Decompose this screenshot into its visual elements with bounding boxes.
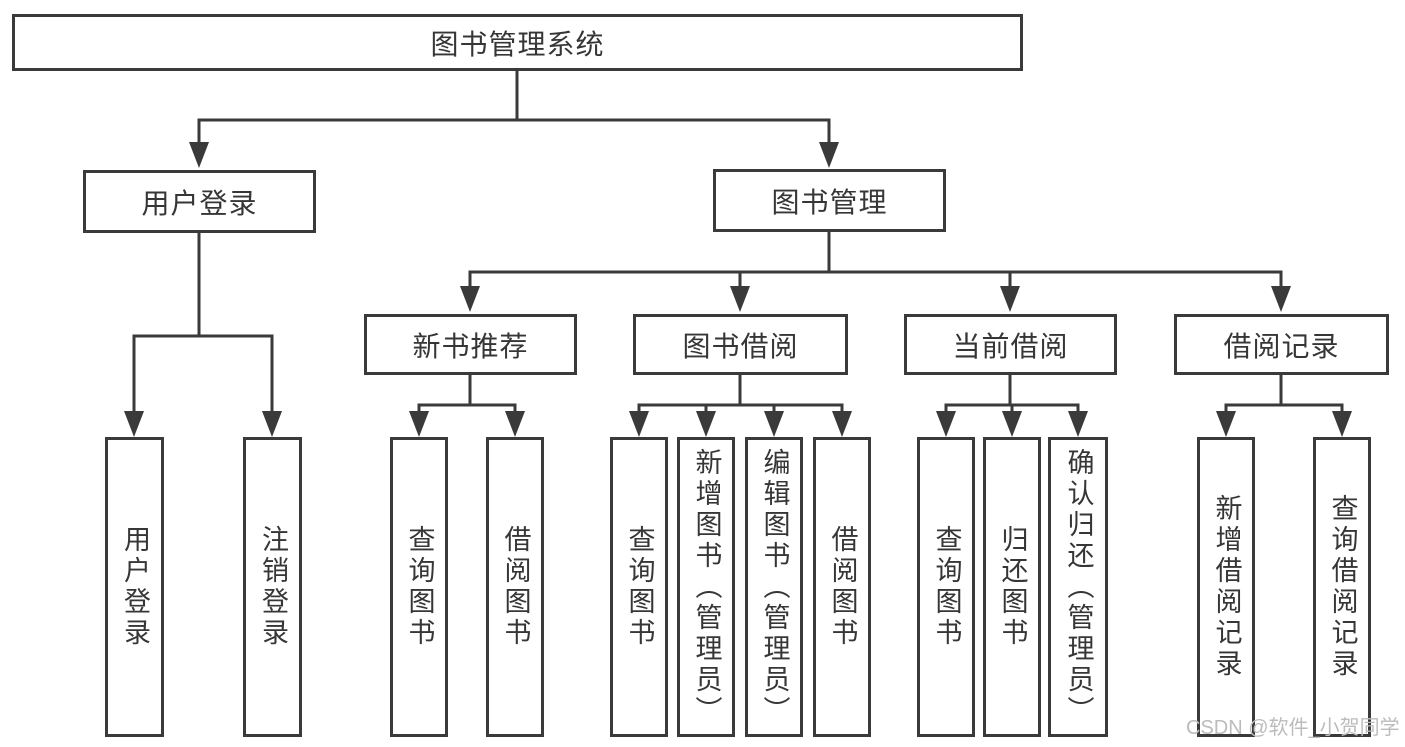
leaf-borrow-books-borrow: 借阅图书 bbox=[813, 437, 871, 737]
leaf-query-borrow-record-label: 查询借阅记录 bbox=[1327, 494, 1358, 680]
node-borrow-records-label: 借阅记录 bbox=[1223, 330, 1340, 362]
leaf-borrow-books-borrow-label: 借阅图书 bbox=[827, 525, 858, 649]
node-new-book-recommend-label: 新书推荐 bbox=[412, 330, 529, 362]
node-book-management-label: 图书管理 bbox=[771, 186, 888, 218]
leaf-add-borrow-record: 新增借阅记录 bbox=[1197, 437, 1255, 737]
node-user-login: 用户登录 bbox=[83, 170, 316, 233]
node-borrow-records: 借阅记录 bbox=[1174, 314, 1389, 375]
node-library-system: 图书管理系统 bbox=[12, 14, 1023, 71]
node-book-borrow-label: 图书借阅 bbox=[682, 330, 799, 362]
leaf-edit-book-admin: 编辑图书（管理员） bbox=[745, 437, 803, 737]
leaf-add-borrow-record-label: 新增借阅记录 bbox=[1211, 494, 1242, 680]
leaf-user-login-label: 用户登录 bbox=[120, 525, 150, 649]
leaf-borrow-books-recommend: 借阅图书 bbox=[486, 437, 544, 737]
leaf-query-books-current: 查询图书 bbox=[917, 437, 975, 737]
leaf-confirm-return-admin-label: 确认归还（管理员） bbox=[1063, 447, 1094, 727]
leaf-confirm-return-admin: 确认归还（管理员） bbox=[1048, 437, 1108, 737]
leaf-query-borrow-record: 查询借阅记录 bbox=[1313, 437, 1371, 737]
node-user-login-label: 用户登录 bbox=[141, 187, 258, 219]
node-library-system-label: 图书管理系统 bbox=[430, 28, 605, 60]
leaf-logout: 注销登录 bbox=[243, 437, 302, 737]
node-book-borrow: 图书借阅 bbox=[633, 314, 848, 375]
leaf-add-book-admin-label: 新增图书（管理员） bbox=[691, 447, 722, 727]
node-book-management: 图书管理 bbox=[713, 169, 946, 232]
leaf-add-book-admin: 新增图书（管理员） bbox=[677, 437, 735, 737]
leaf-user-login: 用户登录 bbox=[105, 437, 164, 737]
node-current-borrow: 当前借阅 bbox=[904, 314, 1117, 375]
node-new-book-recommend: 新书推荐 bbox=[364, 314, 577, 375]
leaf-query-books-recommend: 查询图书 bbox=[390, 437, 448, 737]
leaf-borrow-books-recommend-label: 借阅图书 bbox=[500, 525, 531, 649]
leaf-logout-label: 注销登录 bbox=[258, 525, 288, 649]
csdn-watermark: CSDN @软件_小贺同学 bbox=[1186, 717, 1400, 739]
leaf-return-book: 归还图书 bbox=[983, 437, 1041, 737]
arrowheads bbox=[124, 142, 1352, 437]
leaf-query-books-borrow: 查询图书 bbox=[610, 437, 668, 737]
leaf-edit-book-admin-label: 编辑图书（管理员） bbox=[759, 447, 790, 727]
node-current-borrow-label: 当前借阅 bbox=[952, 330, 1069, 362]
leaf-return-book-label: 归还图书 bbox=[997, 525, 1028, 649]
leaf-query-books-recommend-label: 查询图书 bbox=[404, 525, 435, 649]
leaf-query-books-borrow-label: 查询图书 bbox=[624, 525, 655, 649]
leaf-query-books-current-label: 查询图书 bbox=[931, 525, 962, 649]
